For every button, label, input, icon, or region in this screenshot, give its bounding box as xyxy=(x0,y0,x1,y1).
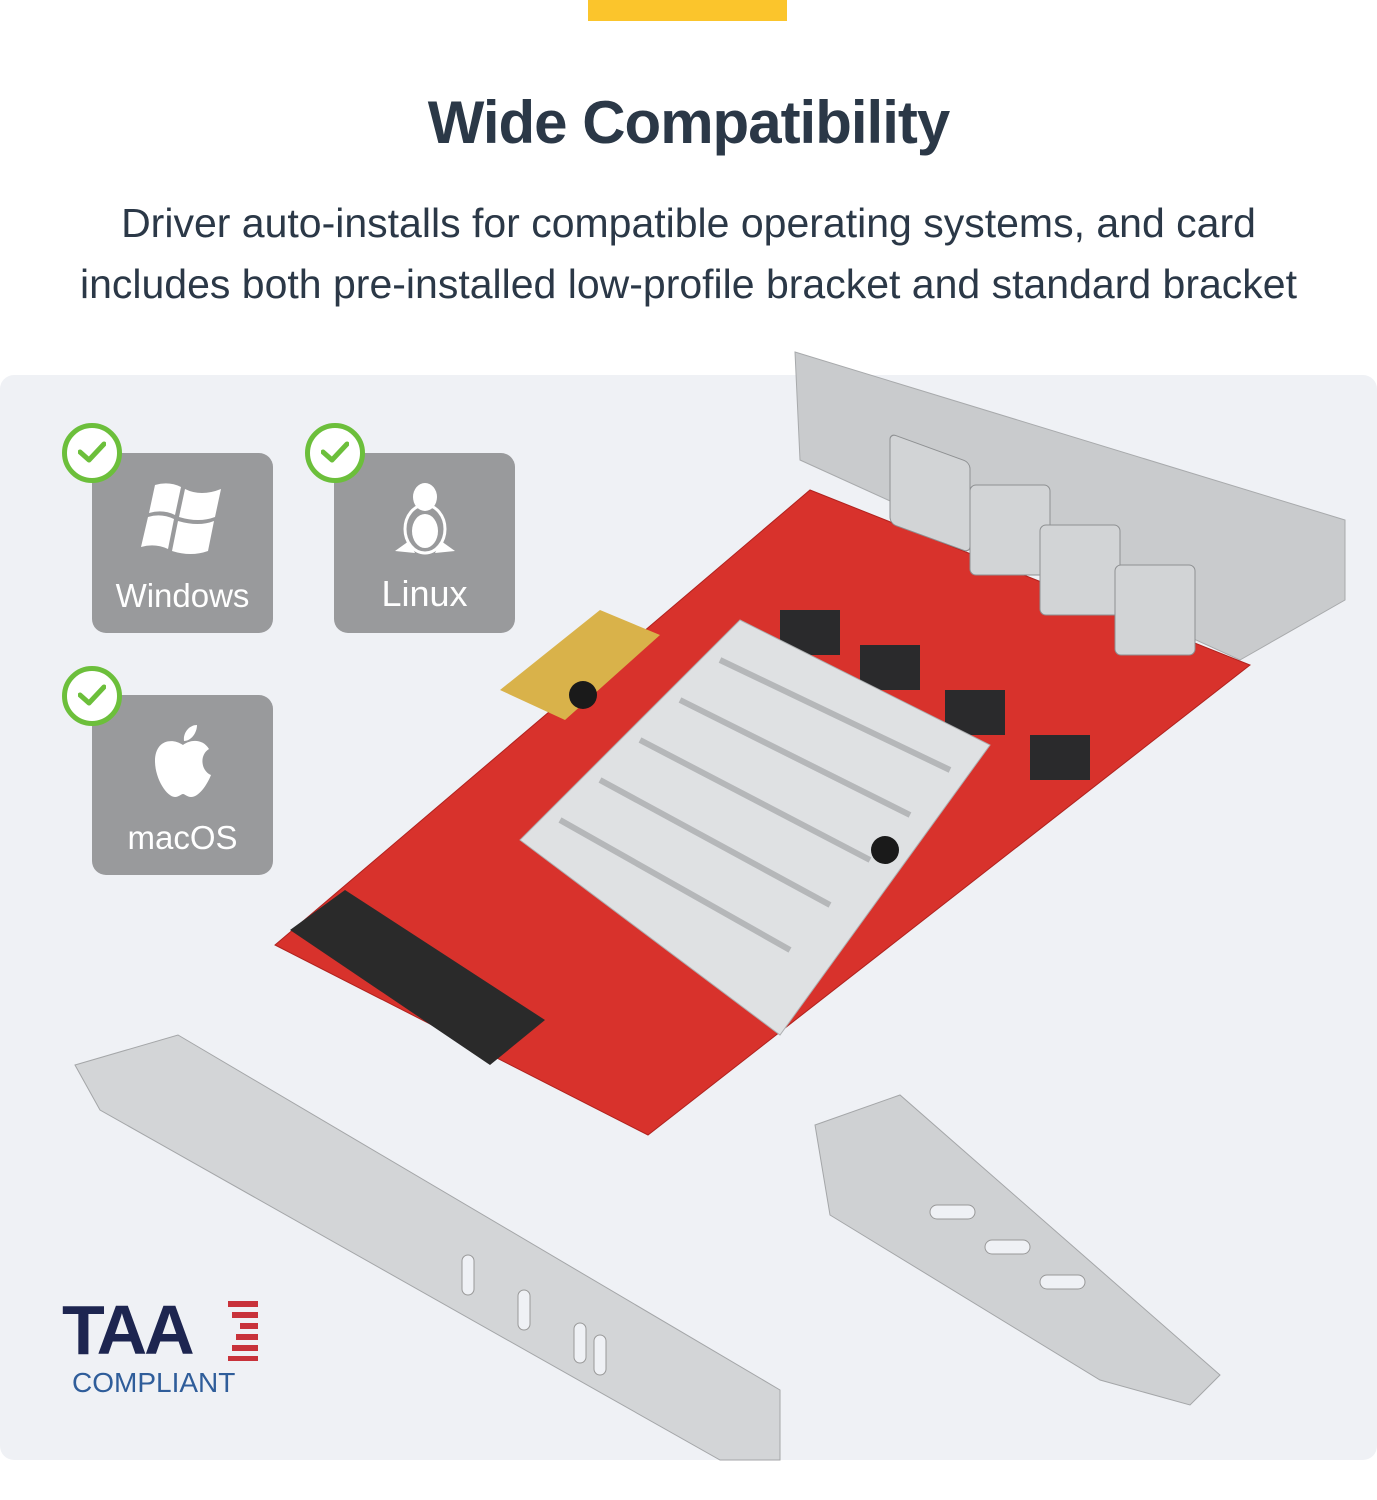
taa-compliant-badge: TAA COMPLIANT xyxy=(62,1291,258,1399)
check-icon xyxy=(62,423,122,483)
taa-label: TAA xyxy=(62,1291,195,1369)
os-tile-windows: Windows xyxy=(92,453,273,633)
os-tile-linux: Linux xyxy=(334,453,515,633)
subtitle-line-1: Driver auto-installs for compatible oper… xyxy=(121,200,1256,246)
heatsink xyxy=(519,619,991,1036)
check-icon xyxy=(62,666,122,726)
subtitle-line-2: includes both pre-installed low-profile … xyxy=(79,261,1297,307)
os-label: macOS xyxy=(127,819,238,856)
usb-ports xyxy=(889,434,1196,656)
tux-penguin-icon xyxy=(394,483,455,555)
accent-bar xyxy=(588,0,787,21)
check-icon xyxy=(305,423,365,483)
windows-logo-icon xyxy=(140,483,221,554)
os-label: Windows xyxy=(115,577,250,614)
flag-stripes-icon xyxy=(228,1301,258,1361)
os-tile-macos: macOS xyxy=(92,695,273,875)
page-title: Wide Compatibility xyxy=(427,89,950,156)
sata-power-connector xyxy=(290,890,545,1065)
pcie-gold-fingers xyxy=(500,610,660,720)
compliant-label: COMPLIANT xyxy=(72,1367,236,1398)
apple-logo-icon xyxy=(154,725,211,797)
os-label: Linux xyxy=(381,573,468,614)
